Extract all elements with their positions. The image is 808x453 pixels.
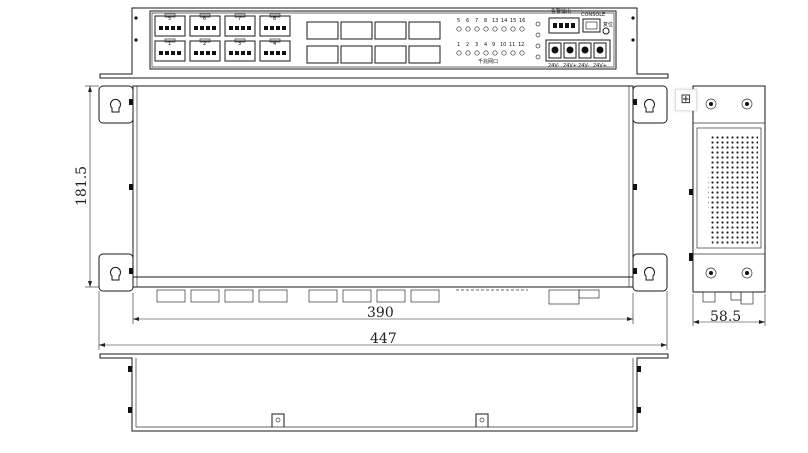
led-label-bottom-3: 3: [475, 42, 478, 48]
led-label-bottom-6: 10: [500, 42, 506, 48]
rear-view: [99, 353, 669, 432]
rj45-label-2: 2: [203, 41, 206, 47]
led-label-top-8: 16: [519, 18, 525, 24]
ventilation-grille: [708, 134, 758, 244]
rj45-label-6: 6: [203, 16, 206, 22]
led-label-bottom-2: 2: [466, 42, 469, 48]
front-panel-view: 5 6 7 8 1 2 3 4 5 6 7 8 13 14: [99, 7, 669, 79]
top-view: 181.5 390 447: [74, 85, 668, 350]
power-label-2: 24V+: [563, 63, 577, 69]
led-label-top-1: 5: [457, 18, 460, 24]
height-dimension-label: 181.5: [74, 166, 90, 206]
rj45-label-1: 1: [168, 41, 171, 47]
power-label-4: 24V+: [593, 63, 607, 69]
led-label-bottom-7: 11: [509, 42, 515, 48]
port-caption: 千兆网口: [478, 58, 498, 65]
status-led-column: [535, 21, 541, 60]
led-label-top-2: 6: [466, 18, 469, 24]
rj45-label-4: 4: [273, 41, 276, 47]
rj45-label-7: 7: [238, 16, 241, 22]
led-label-top-6: 14: [501, 18, 507, 24]
connector-block: 告警输出 CONSOLE 复位 24V- 24V+ 24V- 24V+: [545, 8, 613, 69]
rj45-label-8: 8: [273, 16, 276, 22]
led-label-top-4: 8: [484, 18, 487, 24]
power-label-3: 24V-: [578, 63, 589, 69]
led-label-bottom-4: 4: [484, 42, 487, 48]
console-label: CONSOLE: [581, 12, 605, 18]
led-label-bottom-8: 12: [518, 42, 524, 48]
toolbar-grid-icon[interactable]: ⊞: [675, 89, 697, 111]
reset-label: 复位: [603, 21, 613, 28]
status-label: 告警输出: [551, 8, 571, 15]
led-label-bottom-1: 1: [457, 42, 460, 48]
led-indicator-block: 5 6 7 8 13 14 15 16 1 2 3 4 9 10 11 12 千…: [456, 18, 525, 65]
side-view: 58.5: [689, 85, 766, 326]
led-label-top-3: 7: [475, 18, 478, 24]
led-label-top-7: 15: [510, 18, 516, 24]
led-label-bottom-5: 9: [492, 42, 495, 48]
outer-width-dimension-label: 447: [370, 331, 397, 347]
inner-width-dimension-label: 390: [367, 305, 394, 321]
rj45-label-5: 5: [168, 16, 171, 22]
sfp-port-block: [306, 21, 441, 64]
side-depth-dimension-label: 58.5: [710, 309, 741, 325]
rj45-port-block: 5 6 7 8 1 2 3 4: [154, 13, 291, 62]
power-label-1: 24V-: [548, 63, 559, 69]
led-label-top-5: 13: [492, 18, 498, 24]
rj45-label-3: 3: [238, 41, 241, 47]
